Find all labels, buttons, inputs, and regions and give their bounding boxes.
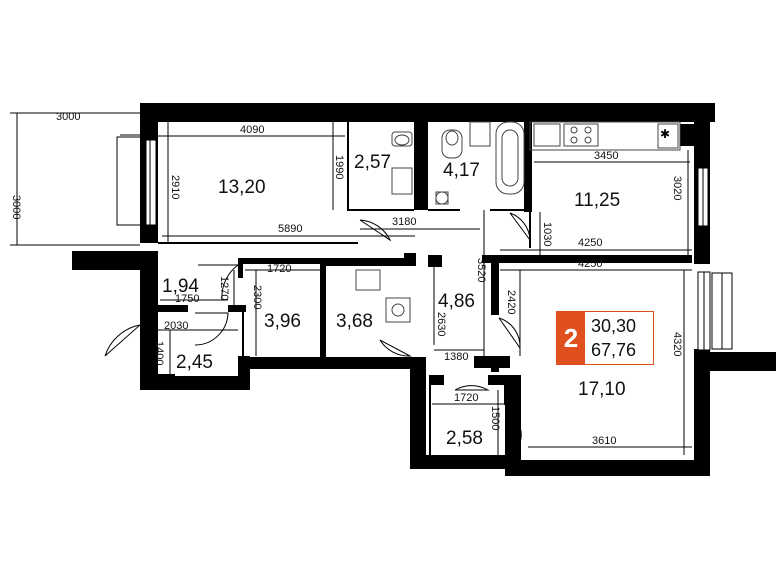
room-area-1-94: 1,94	[162, 276, 199, 297]
total-area-value: 67,76	[591, 340, 637, 360]
walls	[72, 103, 776, 476]
doors	[104, 212, 531, 440]
living-area-value: 30,30	[591, 316, 637, 336]
room-area-11-25: 11,25	[574, 190, 620, 211]
room-area-4-17: 4,17	[443, 160, 480, 181]
windows	[145, 139, 733, 351]
room-area-2-58: 2,58	[446, 428, 483, 449]
dimension-label: 1380	[444, 351, 468, 363]
balcony-dimension-lines	[10, 112, 148, 246]
dimension-label: 1990	[333, 155, 345, 179]
room-area-17-10: 17,10	[578, 379, 626, 400]
dimension-label: 1270	[218, 276, 230, 300]
dimension-label: 1400	[153, 341, 165, 365]
dimension-label: 3610	[592, 435, 616, 447]
dimension-label: 4250	[578, 237, 602, 249]
room-area-3-96: 3,96	[264, 311, 301, 332]
dimension-label: 2630	[435, 312, 447, 336]
dimension-label: 3180	[392, 216, 416, 228]
dimension-label: 1500	[489, 406, 501, 430]
dimension-label: 3000	[56, 111, 80, 123]
vent-mark-icon: ✱	[660, 127, 670, 141]
dimension-label: 4320	[671, 332, 683, 356]
thin-partitions	[158, 122, 531, 455]
room-area-2-57: 2,57	[354, 152, 391, 173]
room-area-4-86: 4,86	[438, 291, 475, 312]
dimension-label: 2030	[164, 320, 188, 332]
dimension-label: 3520	[475, 258, 487, 282]
dimension-label: 1720	[267, 263, 291, 275]
dimension-label: 4250	[578, 258, 602, 270]
dimension-lines	[158, 122, 692, 455]
dimension-label: 2300	[251, 285, 263, 309]
dimension-label: 3020	[671, 176, 683, 200]
dimension-label: 1720	[454, 392, 478, 404]
dimension-label: 1750	[175, 293, 199, 305]
room-count-badge: 2	[557, 312, 585, 364]
dimension-labels: 3000 3000 4090 1990 2910 3450 3020 5890 …	[10, 111, 683, 447]
dimension-label: 2420	[505, 290, 517, 314]
dimension-label: 3450	[594, 150, 618, 162]
room-areas: 13,20 2,57 4,17 11,25 1,94 3,96 3,68 4,8…	[162, 152, 626, 449]
dimension-label: 5890	[278, 223, 302, 235]
room-area-13-20: 13,20	[218, 177, 266, 198]
fixtures	[355, 121, 681, 323]
dimension-label: 1030	[541, 222, 553, 246]
room-area-3-68: 3,68	[336, 311, 373, 332]
room-area-2-45: 2,45	[176, 352, 213, 373]
dimension-label: 4090	[240, 124, 264, 136]
dimension-label: 3000	[10, 195, 22, 219]
area-badge: 2 30,30 67,76	[556, 311, 654, 365]
dimension-label: 2910	[169, 175, 181, 199]
